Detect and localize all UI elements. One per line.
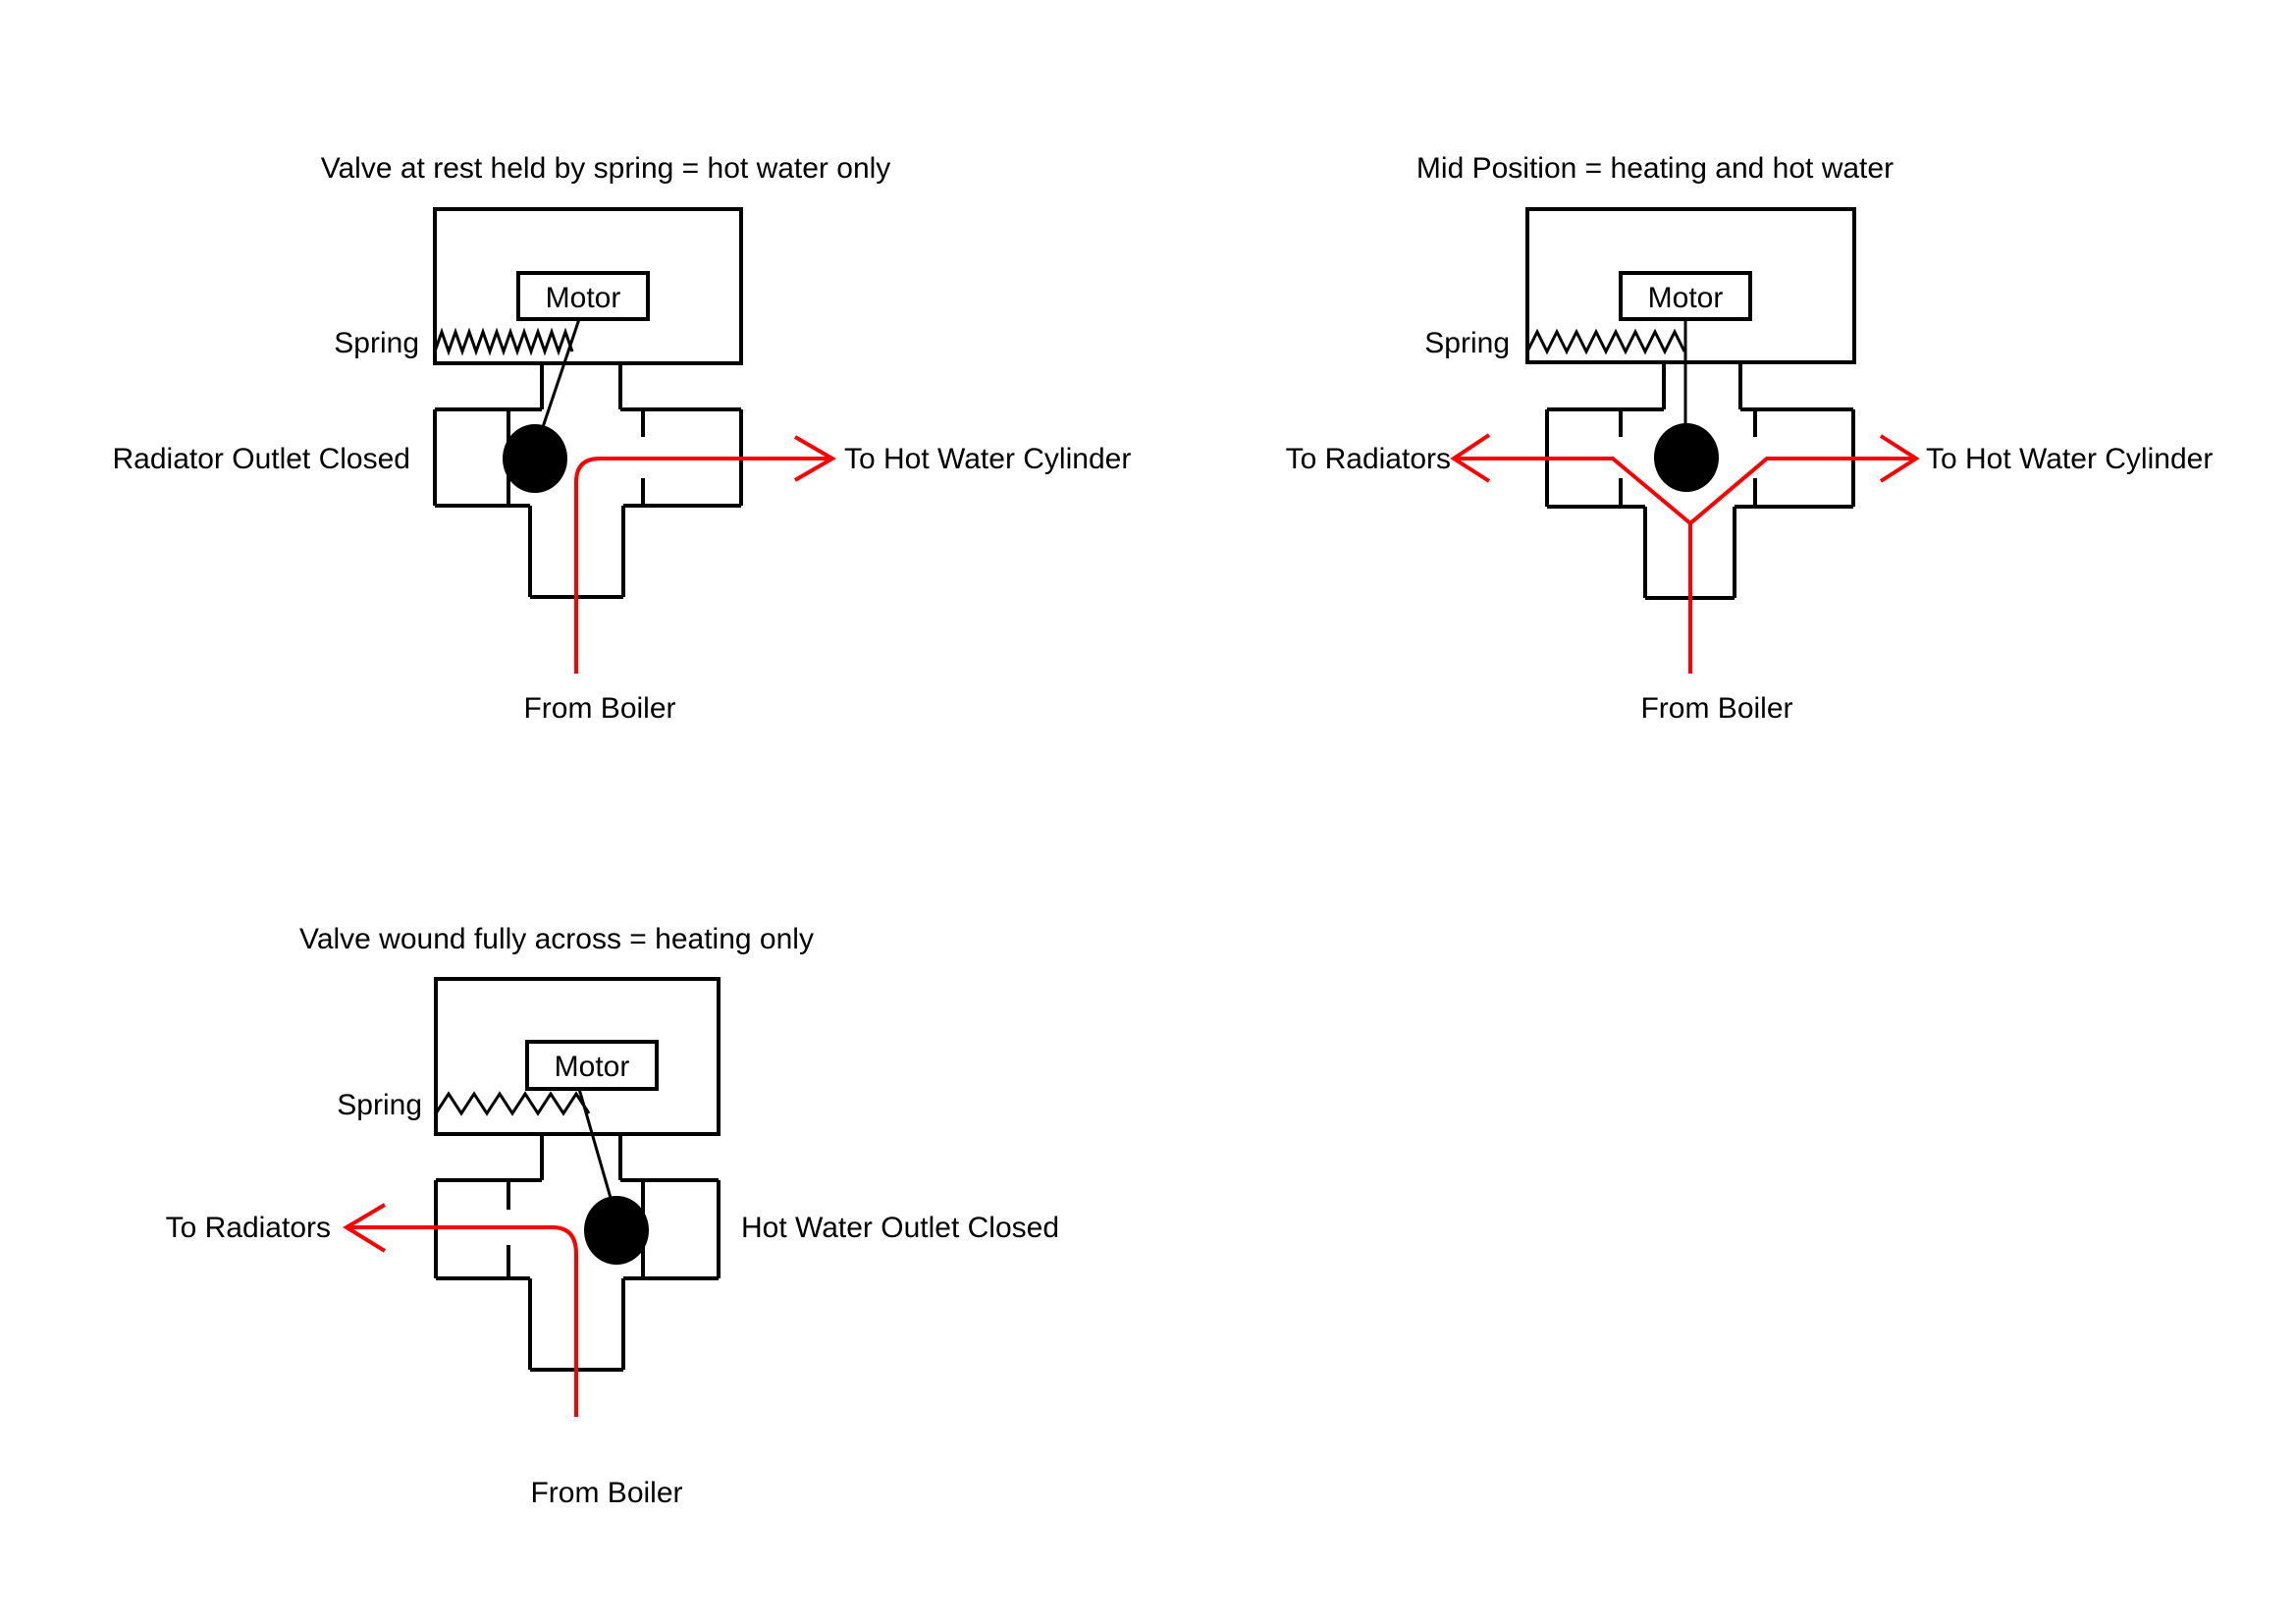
diagram-title: Mid Position = heating and hot water	[1416, 152, 1894, 185]
diagram-mid-position: Mid Position = heating and hot water Mot…	[1286, 152, 2214, 725]
flow-path	[1456, 457, 1914, 674]
spring-label: Spring	[1424, 327, 1510, 359]
bottom-port-label: From Boiler	[523, 692, 675, 725]
motor-linkage-line	[541, 318, 581, 428]
diagram-title: Valve at rest held by spring = hot water…	[321, 152, 891, 185]
spring-label: Spring	[334, 327, 419, 359]
motor-box	[525, 1040, 659, 1091]
spring-label: Spring	[337, 1089, 422, 1121]
diagram-valve-at-rest: Valve at rest held by spring = hot water…	[113, 152, 1132, 725]
left-port-label: To Radiators	[1286, 443, 1451, 475]
diagram-title: Valve wound fully across = heating only	[299, 923, 814, 955]
flow-arrowhead-left	[1450, 433, 1491, 483]
motor-label: Motor	[555, 1051, 630, 1083]
flow-path	[349, 1225, 578, 1417]
right-port-label: Hot Water Outlet Closed	[741, 1212, 1059, 1244]
flow-arrowhead-left	[343, 1203, 387, 1253]
valve-body	[433, 363, 743, 599]
valve-ball	[503, 424, 567, 493]
spring-zigzag	[433, 327, 574, 356]
flow-path	[574, 457, 829, 674]
valve-ball	[584, 1196, 649, 1265]
motor-housing	[434, 977, 721, 1136]
spring-zigzag	[434, 1091, 591, 1116]
bottom-port-label: From Boiler	[530, 1477, 682, 1509]
motor-housing	[1525, 207, 1856, 364]
flow-arrowhead-right	[1879, 434, 1920, 483]
left-port-label: To Radiators	[166, 1212, 331, 1244]
motor-box	[516, 271, 650, 321]
diagram-valve-wound-across: Valve wound fully across = heating only …	[166, 923, 1059, 1509]
port-separators	[1619, 409, 1757, 507]
valve-ball	[1654, 423, 1719, 492]
motor-label: Motor	[1648, 282, 1724, 314]
bottom-port-label: From Boiler	[1640, 692, 1792, 725]
flow-arrowhead-right	[793, 435, 836, 482]
motor-linkage-line	[577, 1088, 613, 1199]
spring-zigzag	[1525, 328, 1686, 355]
left-port-label: Radiator Outlet Closed	[113, 443, 411, 475]
motor-housing	[433, 207, 743, 365]
motor-label: Motor	[546, 282, 621, 314]
right-port-label: To Hot Water Cylinder	[844, 443, 1131, 475]
right-port-label: To Hot Water Cylinder	[1926, 443, 2213, 475]
